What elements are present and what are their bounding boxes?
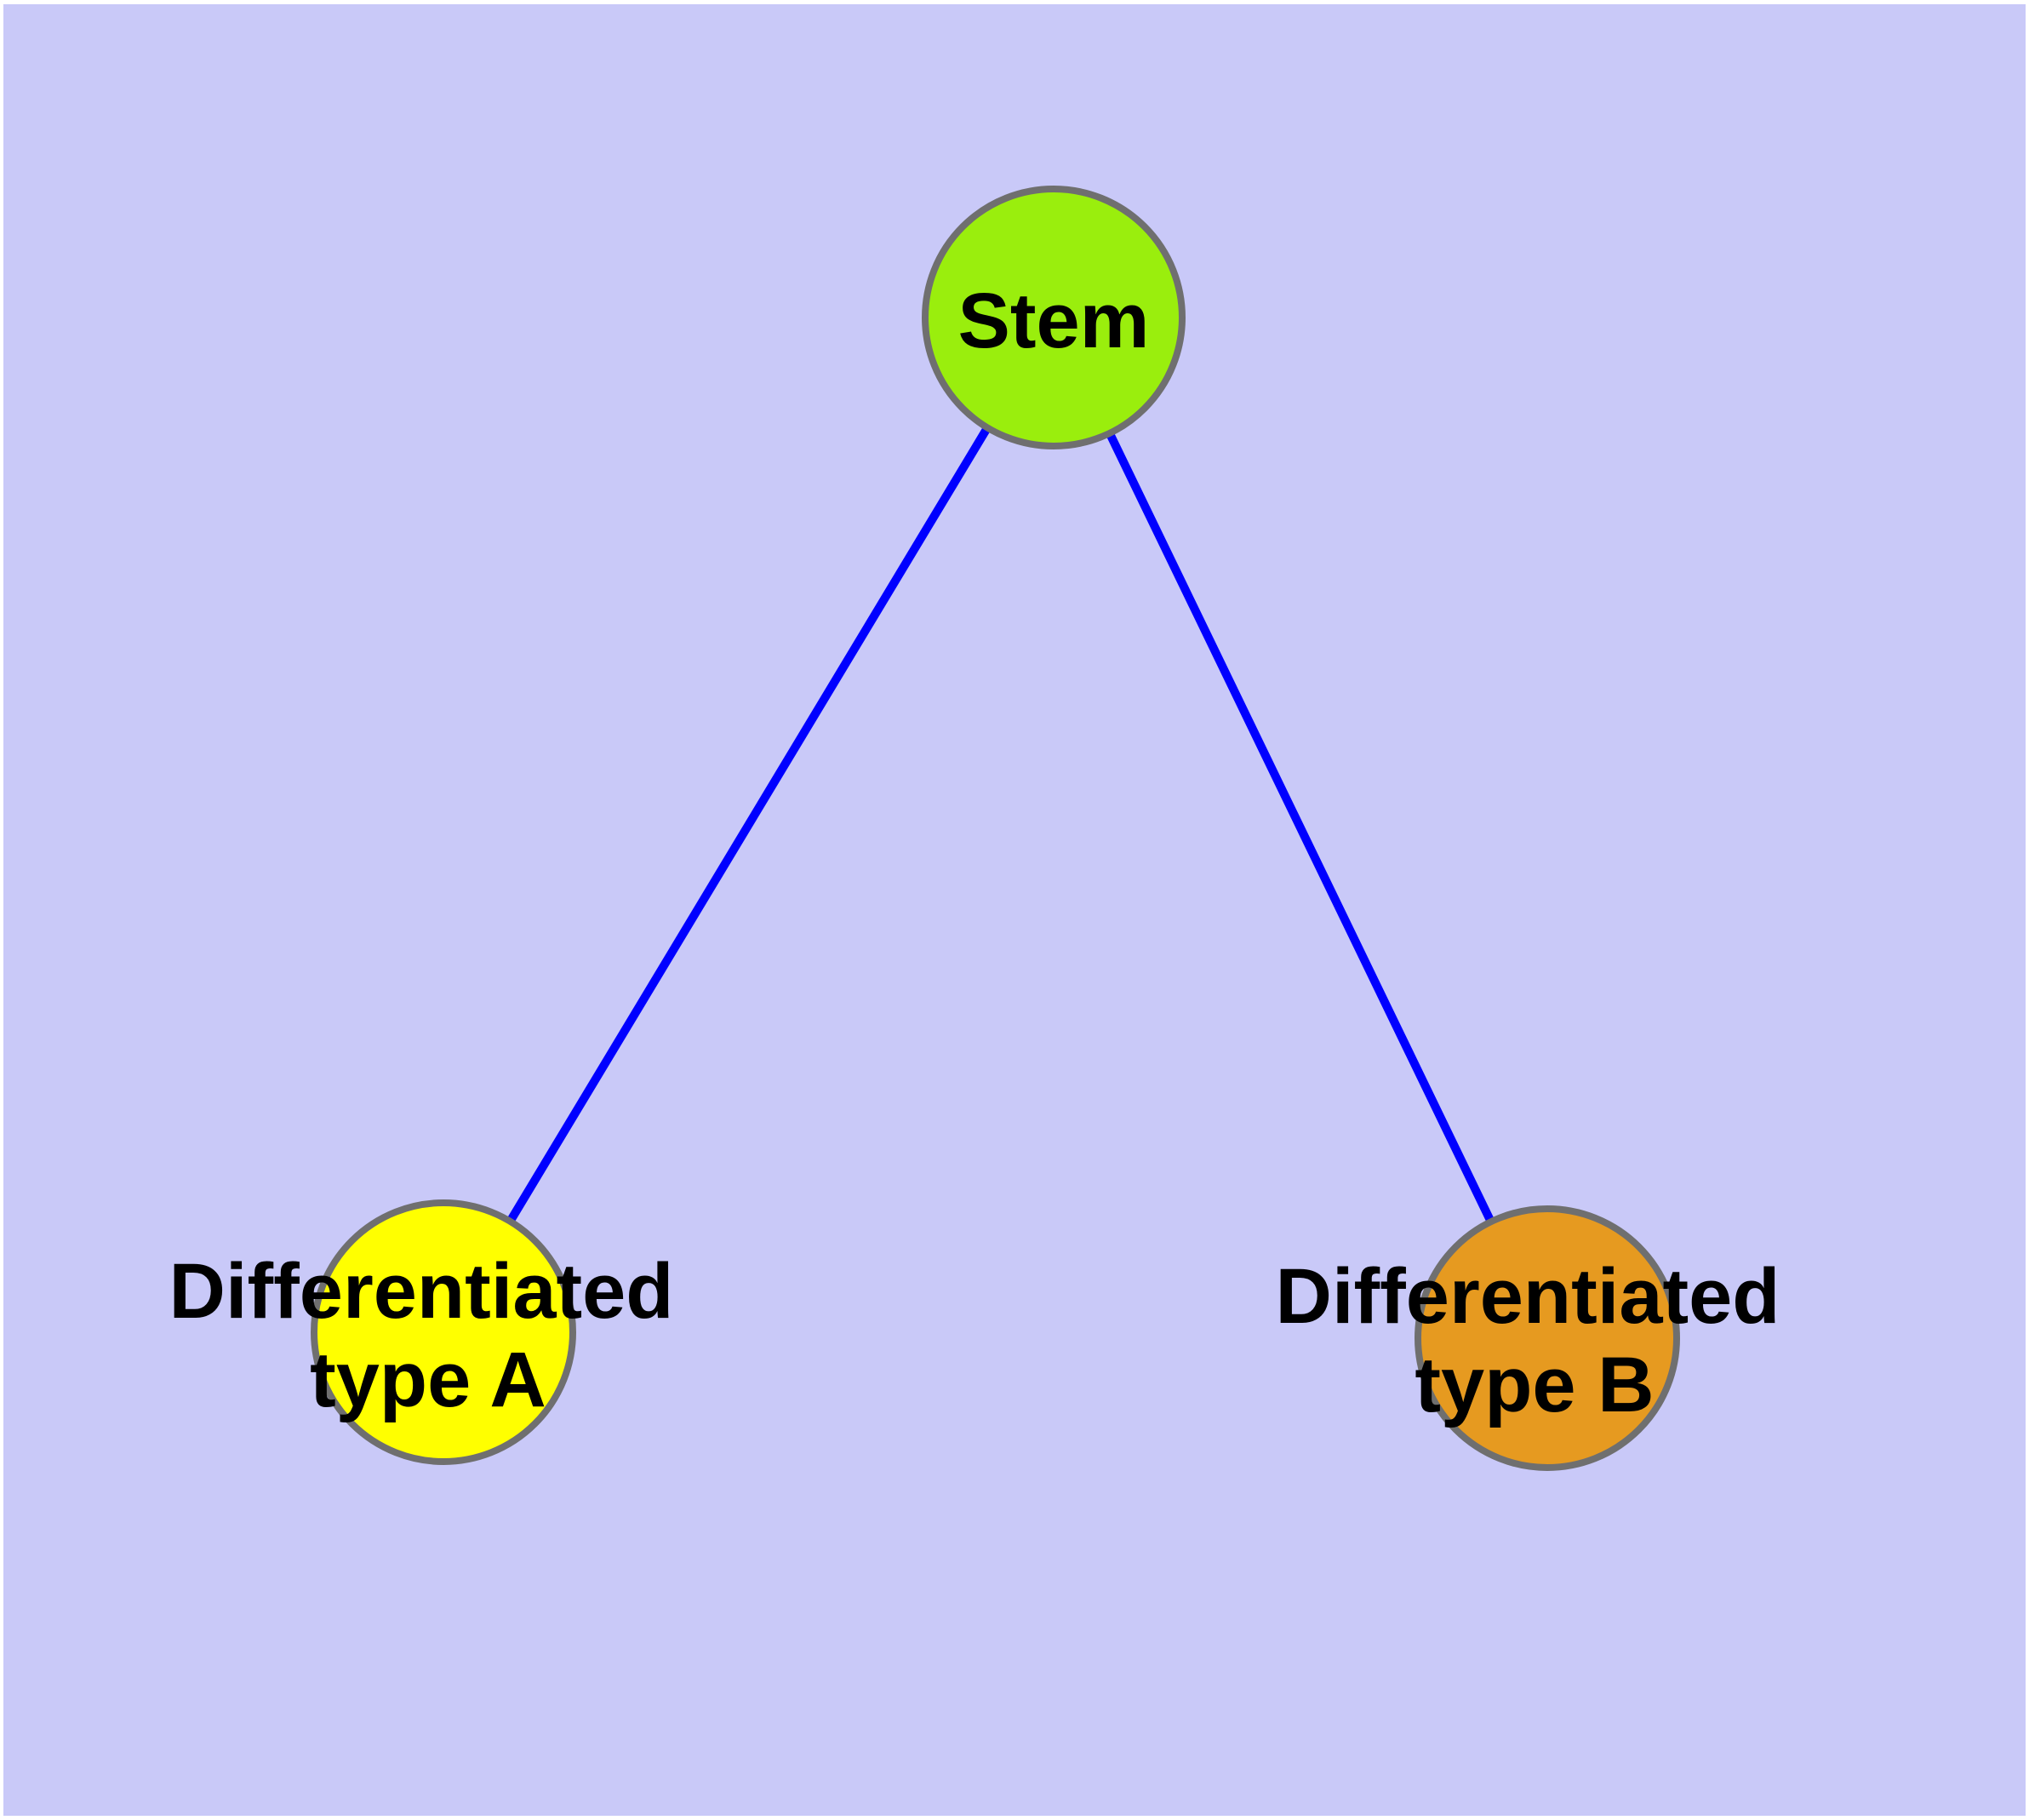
edge-stem-to-type-b <box>1049 313 1552 1342</box>
node-differentiated-type-a <box>311 1199 576 1465</box>
node-differentiated-type-a-label-line1: Differentiated <box>169 1248 674 1335</box>
node-differentiated-type-b-label-line1: Differentiated <box>1276 1253 1780 1340</box>
node-stem <box>922 186 1186 449</box>
node-differentiated-type-b <box>1415 1205 1680 1471</box>
node-differentiated-type-a-label-line2: type A <box>310 1336 546 1423</box>
node-stem-label: Stem <box>958 278 1150 364</box>
edge-stem-to-type-a <box>439 313 1058 1336</box>
node-differentiated-type-b-label-line2: type B <box>1415 1342 1654 1428</box>
